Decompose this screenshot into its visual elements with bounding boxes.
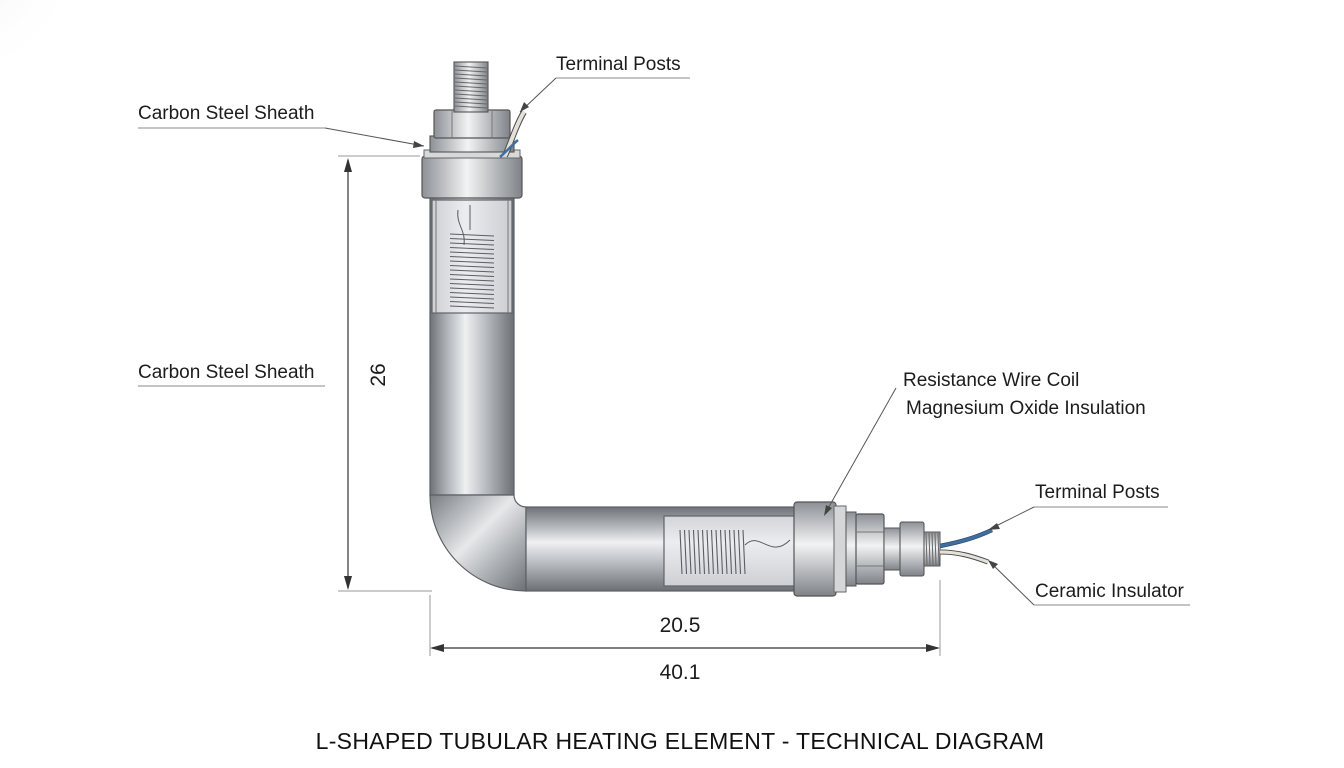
right-lead-blue bbox=[939, 528, 993, 548]
dimension-overall-length: 40.1 bbox=[660, 661, 701, 684]
resistance-coil-vertical bbox=[449, 233, 495, 309]
label-terminal-posts-right: Terminal Posts bbox=[1035, 482, 1160, 503]
cutaway-vertical bbox=[431, 199, 513, 314]
label-resistance-wire-coil: Resistance Wire Coil bbox=[903, 370, 1079, 391]
top-hex-nut bbox=[433, 109, 511, 139]
label-terminal-posts-top: Terminal Posts bbox=[556, 54, 681, 75]
right-collar bbox=[793, 501, 837, 597]
right-lead-white bbox=[939, 550, 989, 564]
diagram-title: L-SHAPED TUBULAR HEATING ELEMENT - TECHN… bbox=[316, 728, 1045, 754]
label-magnesium-oxide-insulation: Magnesium Oxide Insulation bbox=[906, 398, 1146, 419]
dimension-lines bbox=[338, 155, 941, 656]
corner-shadow bbox=[0, 0, 100, 100]
top-collar bbox=[421, 155, 523, 199]
label-carbon-steel-sheath-mid: Carbon Steel Sheath bbox=[138, 362, 314, 383]
dimension-horizontal-leg: 20.5 bbox=[660, 614, 701, 637]
resistance-coil-horizontal bbox=[679, 529, 746, 575]
dimension-vertical-height: 26 bbox=[367, 363, 390, 386]
right-hex-nut bbox=[855, 513, 885, 585]
leader-lines bbox=[138, 77, 1190, 606]
label-carbon-steel-sheath-top: Carbon Steel Sheath bbox=[138, 103, 314, 124]
right-fitting bbox=[793, 501, 993, 597]
cutaway-horizontal bbox=[663, 515, 797, 587]
top-lead-blue bbox=[499, 139, 519, 158]
top-fitting bbox=[421, 61, 527, 199]
right-small-nut bbox=[899, 521, 925, 577]
label-ceramic-insulator: Ceramic Insulator bbox=[1035, 581, 1185, 602]
